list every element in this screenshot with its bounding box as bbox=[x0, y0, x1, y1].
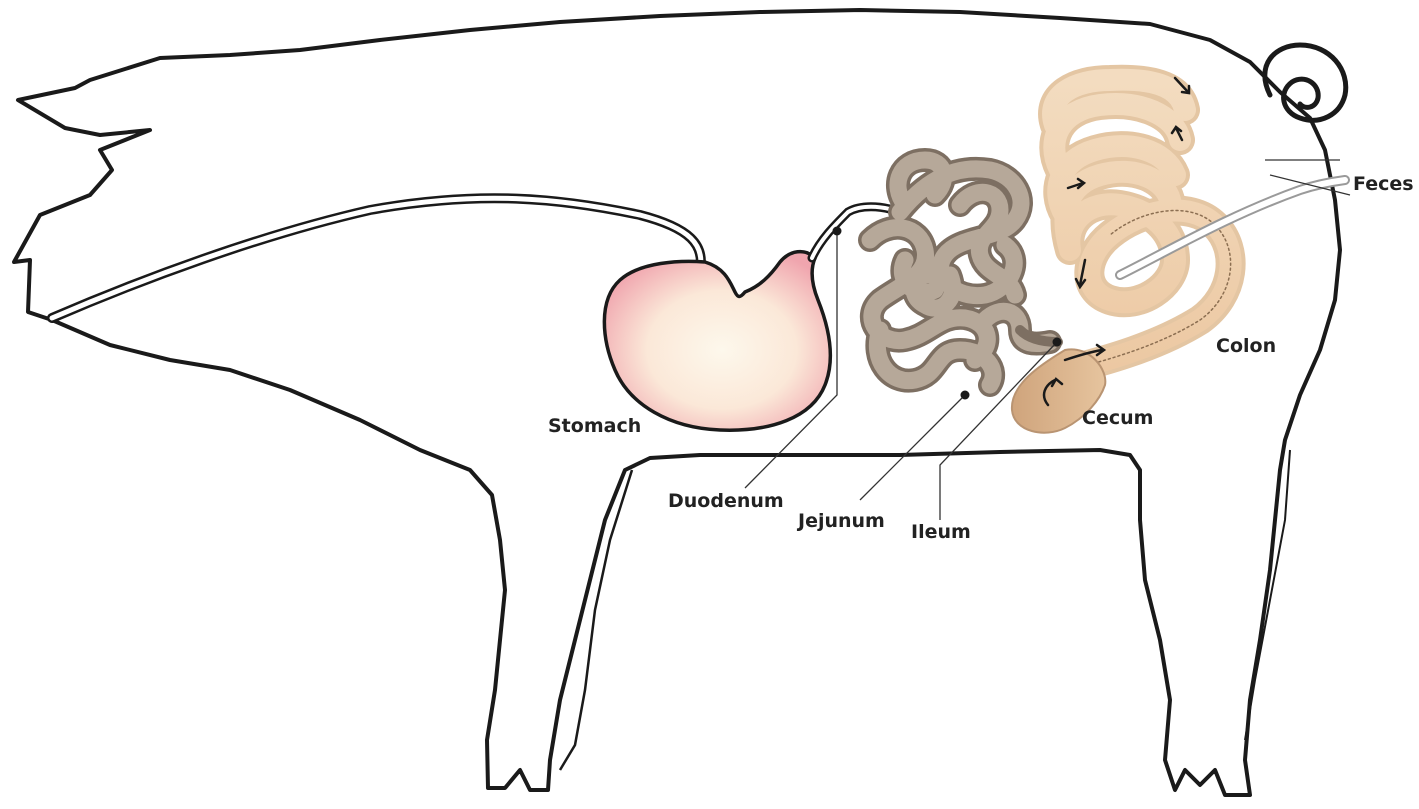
label-feces: Feces bbox=[1353, 173, 1414, 195]
duodenum-marker bbox=[833, 227, 842, 236]
label-colon: Colon bbox=[1216, 335, 1276, 357]
label-duodenum: Duodenum bbox=[668, 490, 784, 512]
label-cecum: Cecum bbox=[1082, 407, 1153, 429]
stomach bbox=[604, 252, 830, 431]
label-stomach: Stomach bbox=[548, 415, 641, 437]
label-ileum: Ileum bbox=[911, 521, 971, 543]
label-jejunum: Jejunum bbox=[798, 510, 885, 532]
ileum-marker bbox=[1053, 338, 1062, 347]
jejunum-marker bbox=[961, 391, 970, 400]
